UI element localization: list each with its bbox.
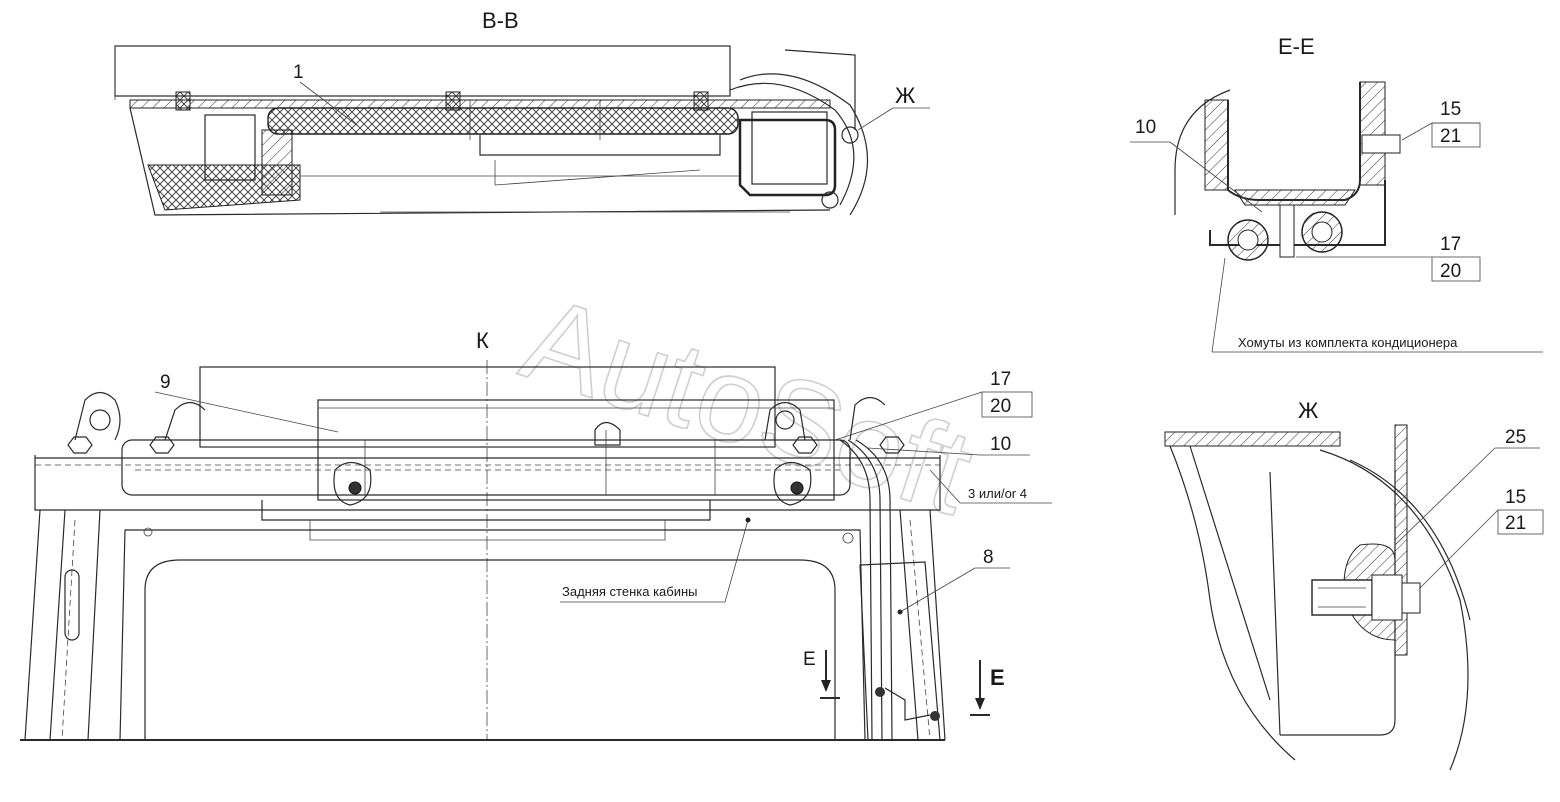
label-ee-10: 10: [1135, 117, 1156, 138]
view-k-title: К: [476, 328, 489, 353]
label-zh-21: 21: [1505, 513, 1526, 534]
label-ee-21: 21: [1440, 126, 1461, 147]
label-ee-15: 15: [1440, 99, 1461, 120]
label-k-17: 17: [990, 369, 1011, 390]
label-k-20: 20: [990, 396, 1011, 417]
section-bb-title: В-В: [482, 8, 519, 33]
label-zh-15: 15: [1505, 487, 1526, 508]
label-bb-zh: Ж: [895, 83, 916, 108]
label-k-10: 10: [990, 434, 1011, 455]
view-zh: Ж 25 15 21: [1164, 398, 1544, 771]
view-zh-title: Ж: [1298, 398, 1319, 423]
label-ee-20: 20: [1440, 261, 1461, 282]
label-k-e-left: Е: [803, 649, 816, 670]
label-bb-1: 1: [293, 62, 304, 83]
section-ee-title: Е-Е: [1278, 34, 1315, 59]
label-ee-17: 17: [1440, 234, 1461, 255]
label-zh-25: 25: [1505, 427, 1526, 448]
label-ee-note: Хомуты из комплекта кондиционера: [1238, 335, 1458, 350]
label-k-wall: Задняя стенка кабины: [562, 584, 698, 599]
label-k-3or4: 3 или/or 4: [968, 486, 1027, 501]
section-bb: В-В 1 Ж: [114, 8, 930, 216]
view-k: К: [20, 328, 1052, 741]
label-k-e-right: Е: [990, 665, 1005, 690]
label-k-9: 9: [160, 372, 171, 393]
label-k-8: 8: [983, 547, 994, 568]
section-ee: Е-Е 10 15 21 17 20 Хомуты из комплекта к…: [1130, 34, 1543, 353]
